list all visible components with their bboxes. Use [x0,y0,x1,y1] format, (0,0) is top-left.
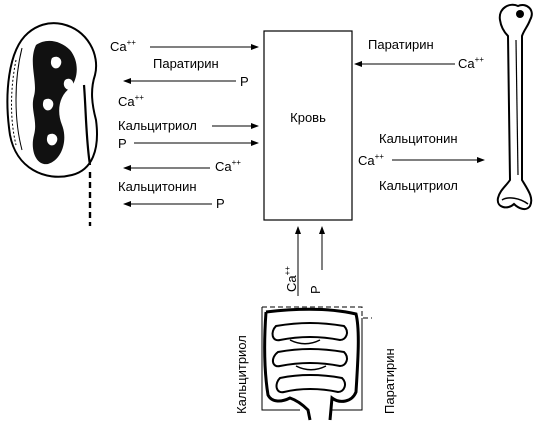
kidney-illustration [6,22,98,226]
kidney-parathyrin-label: Паратирин [153,56,219,71]
kidney-ca-out-label: Ca++ [110,38,136,54]
kidney-ca-in-label: Ca++ [215,158,241,174]
intestine-calcitriol-label: Кальцитриол [234,335,249,414]
kidney-p-out-label: P [118,136,127,151]
kidney-ca-label-2: Ca++ [118,93,144,109]
intestine-p-label: P [308,285,323,294]
kidney-calcitriol-label: Кальцитриол [118,118,197,133]
bone-parathyrin-label: Паратирин [368,37,434,52]
bone-calcitriol-label: Кальцитриол [379,178,458,193]
blood-label: Кровь [290,110,326,125]
bone-calcitonin-label: Кальцитонин [379,131,458,146]
intestine-parathyrin-label: Паратирин [382,348,397,414]
blood-box [263,30,353,221]
bone-ca-out-label: Ca++ [458,55,484,71]
intestine-illustration [261,306,372,421]
kidney-p-in-label: P [240,74,249,89]
kidney-p-in-label-2: P [216,196,225,211]
intestine-ca-label: Ca++ [283,266,299,292]
kidney-calcitonin-label: Кальцитонин [118,179,197,194]
bone-illustration [496,3,533,211]
bone-ca-in-label: Ca++ [358,152,384,168]
